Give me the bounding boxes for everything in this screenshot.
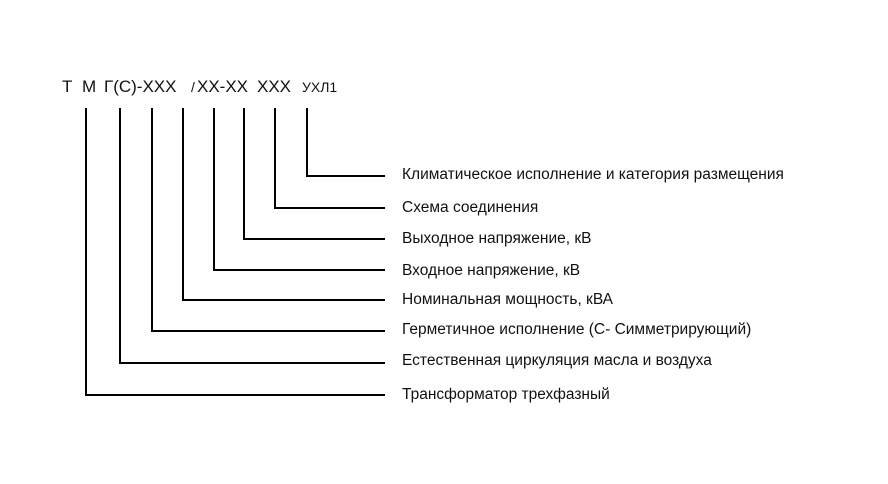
label-sealed: Герметичное исполнение (С- Симметрирующи… bbox=[402, 321, 751, 338]
leader-line-sealed bbox=[151, 108, 385, 332]
leader-line-scheme bbox=[274, 108, 385, 209]
designation-code: Т М Г(С)-ХХХ / ХХ-ХХ ХХХ УХЛ1 bbox=[62, 77, 337, 96]
label-scheme: Схема соединения bbox=[402, 199, 538, 216]
leader-line-transformer bbox=[85, 108, 385, 396]
code-part-slash: / bbox=[191, 79, 195, 95]
label-circulation: Естественная циркуляция масла и воздуха bbox=[402, 352, 712, 369]
label-transformer: Трансформатор трехфазный bbox=[402, 386, 610, 403]
leader-lines bbox=[85, 108, 385, 396]
code-part-climate: УХЛ1 bbox=[302, 79, 337, 95]
leader-line-power bbox=[182, 108, 385, 301]
label-climate: Климатическое исполнение и категория раз… bbox=[402, 166, 784, 183]
label-power: Номинальная мощность, кВА bbox=[402, 291, 614, 308]
code-part-t: Т bbox=[62, 77, 72, 96]
label-output-voltage: Выходное напряжение, кВ bbox=[402, 230, 591, 247]
labels: Климатическое исполнение и категория раз… bbox=[402, 166, 784, 403]
label-input-voltage: Входное напряжение, кВ bbox=[402, 262, 580, 279]
leader-line-output-voltage bbox=[243, 108, 385, 240]
code-part-scheme: ХХХ bbox=[257, 77, 291, 96]
code-part-g-power: Г(С)-ХХХ bbox=[104, 77, 176, 96]
leader-line-climate bbox=[306, 108, 385, 177]
code-part-voltages: ХХ-ХХ bbox=[197, 77, 248, 96]
leader-line-input-voltage bbox=[213, 108, 385, 271]
code-part-m: М bbox=[82, 77, 96, 96]
leader-line-circulation bbox=[119, 108, 385, 364]
